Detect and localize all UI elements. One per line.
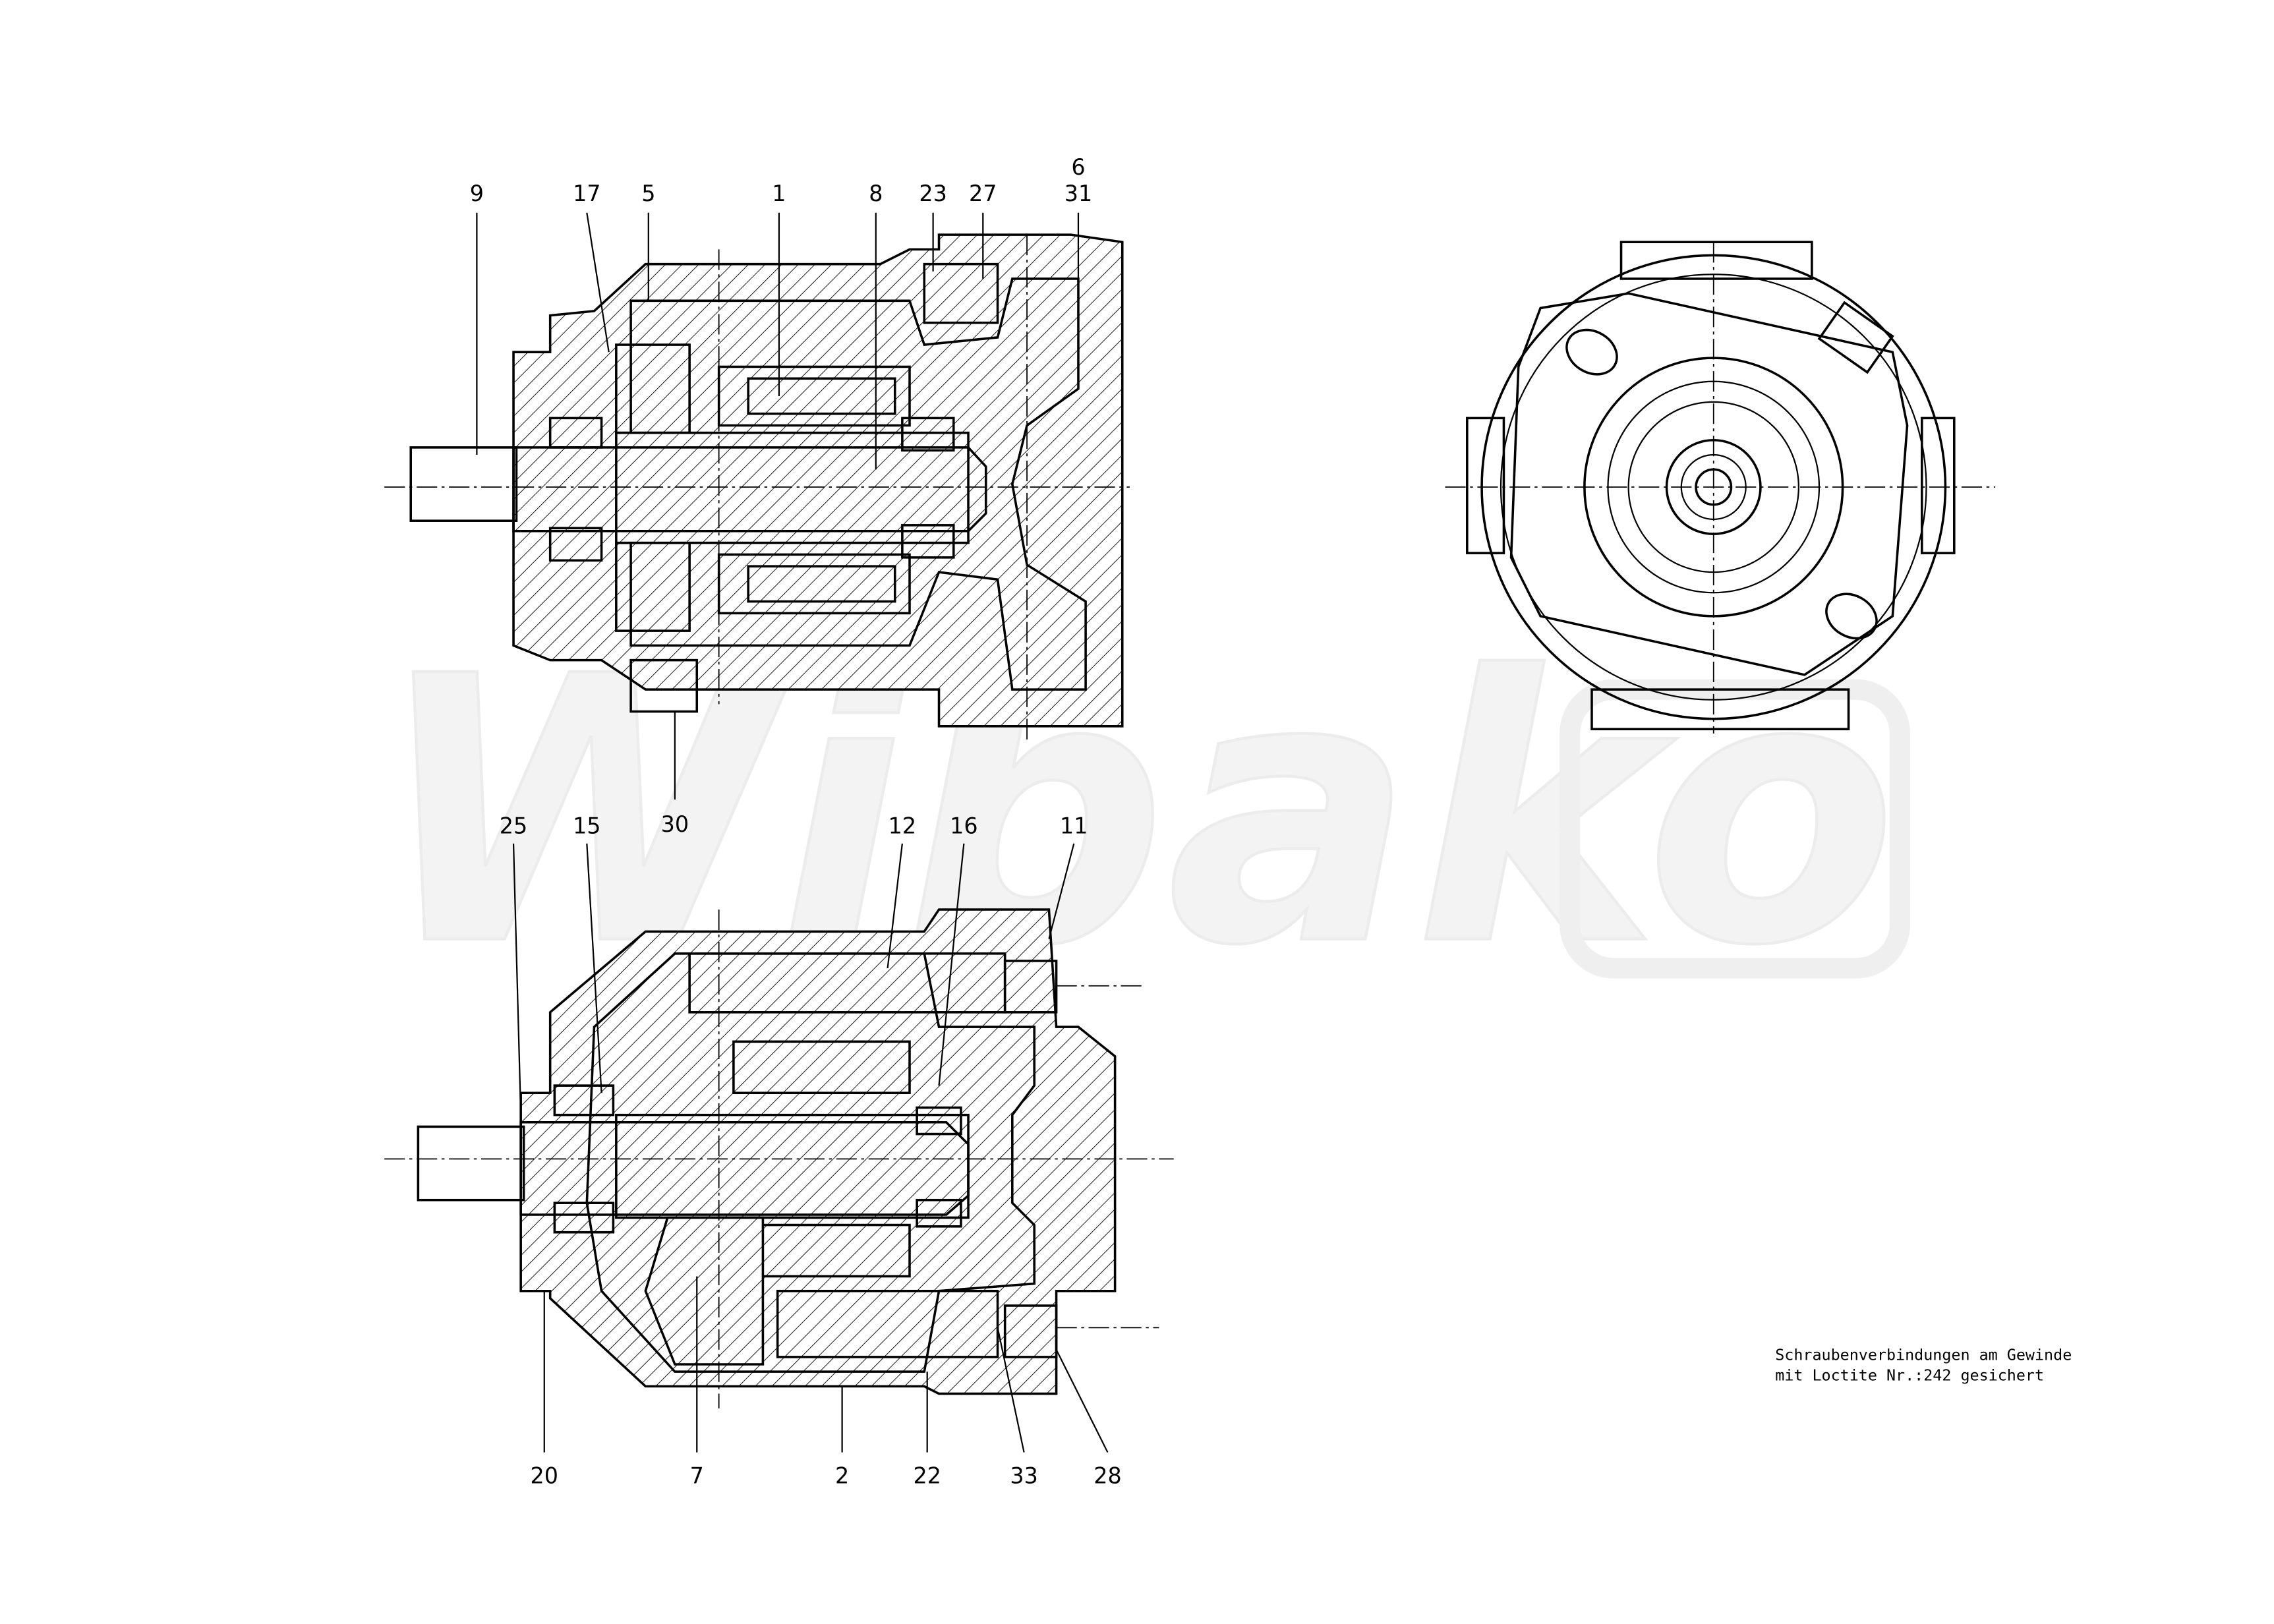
note-line-2: mit Loctite Nr.:242 gesichert — [1775, 1366, 2044, 1385]
assembly-note: Schraubenverbindungen am Gewinde mit Loc… — [1775, 1345, 2072, 1384]
top-section-view — [384, 233, 1130, 741]
part-label: 23 — [919, 181, 947, 206]
part-label: 20 — [531, 1463, 558, 1488]
bottom-leader-lines — [512, 843, 1109, 1453]
bottom-section-view — [384, 908, 1174, 1408]
end-view — [1445, 241, 1996, 734]
part-label: 9 — [470, 181, 484, 206]
part-label: 2 — [835, 1463, 849, 1488]
part-label: 6 — [1071, 154, 1085, 180]
part-label: 28 — [1093, 1463, 1121, 1488]
note-line-1: Schraubenverbindungen am Gewinde — [1775, 1345, 2072, 1364]
part-label: 8 — [869, 181, 883, 206]
part-label: 15 — [573, 813, 600, 838]
part-label: 1 — [772, 181, 786, 206]
bottom-part-labels: 25 15 12 16 11 20 7 2 22 33 28 — [500, 813, 1122, 1488]
part-label: 11 — [1060, 813, 1088, 838]
part-label: 12 — [889, 813, 916, 838]
part-label: 17 — [573, 181, 600, 206]
part-label: 25 — [500, 813, 527, 838]
part-label: 7 — [690, 1463, 704, 1488]
part-label: 22 — [913, 1463, 941, 1488]
top-part-labels: 9 17 5 1 8 23 27 6 31 30 — [470, 154, 1092, 837]
part-label: 31 — [1064, 181, 1092, 206]
top-leader-lines — [476, 212, 1080, 800]
part-label: 33 — [1010, 1463, 1037, 1488]
part-label: 16 — [950, 813, 977, 838]
part-label: 5 — [641, 181, 655, 206]
part-label: 30 — [661, 811, 689, 837]
part-label: 27 — [969, 181, 997, 206]
